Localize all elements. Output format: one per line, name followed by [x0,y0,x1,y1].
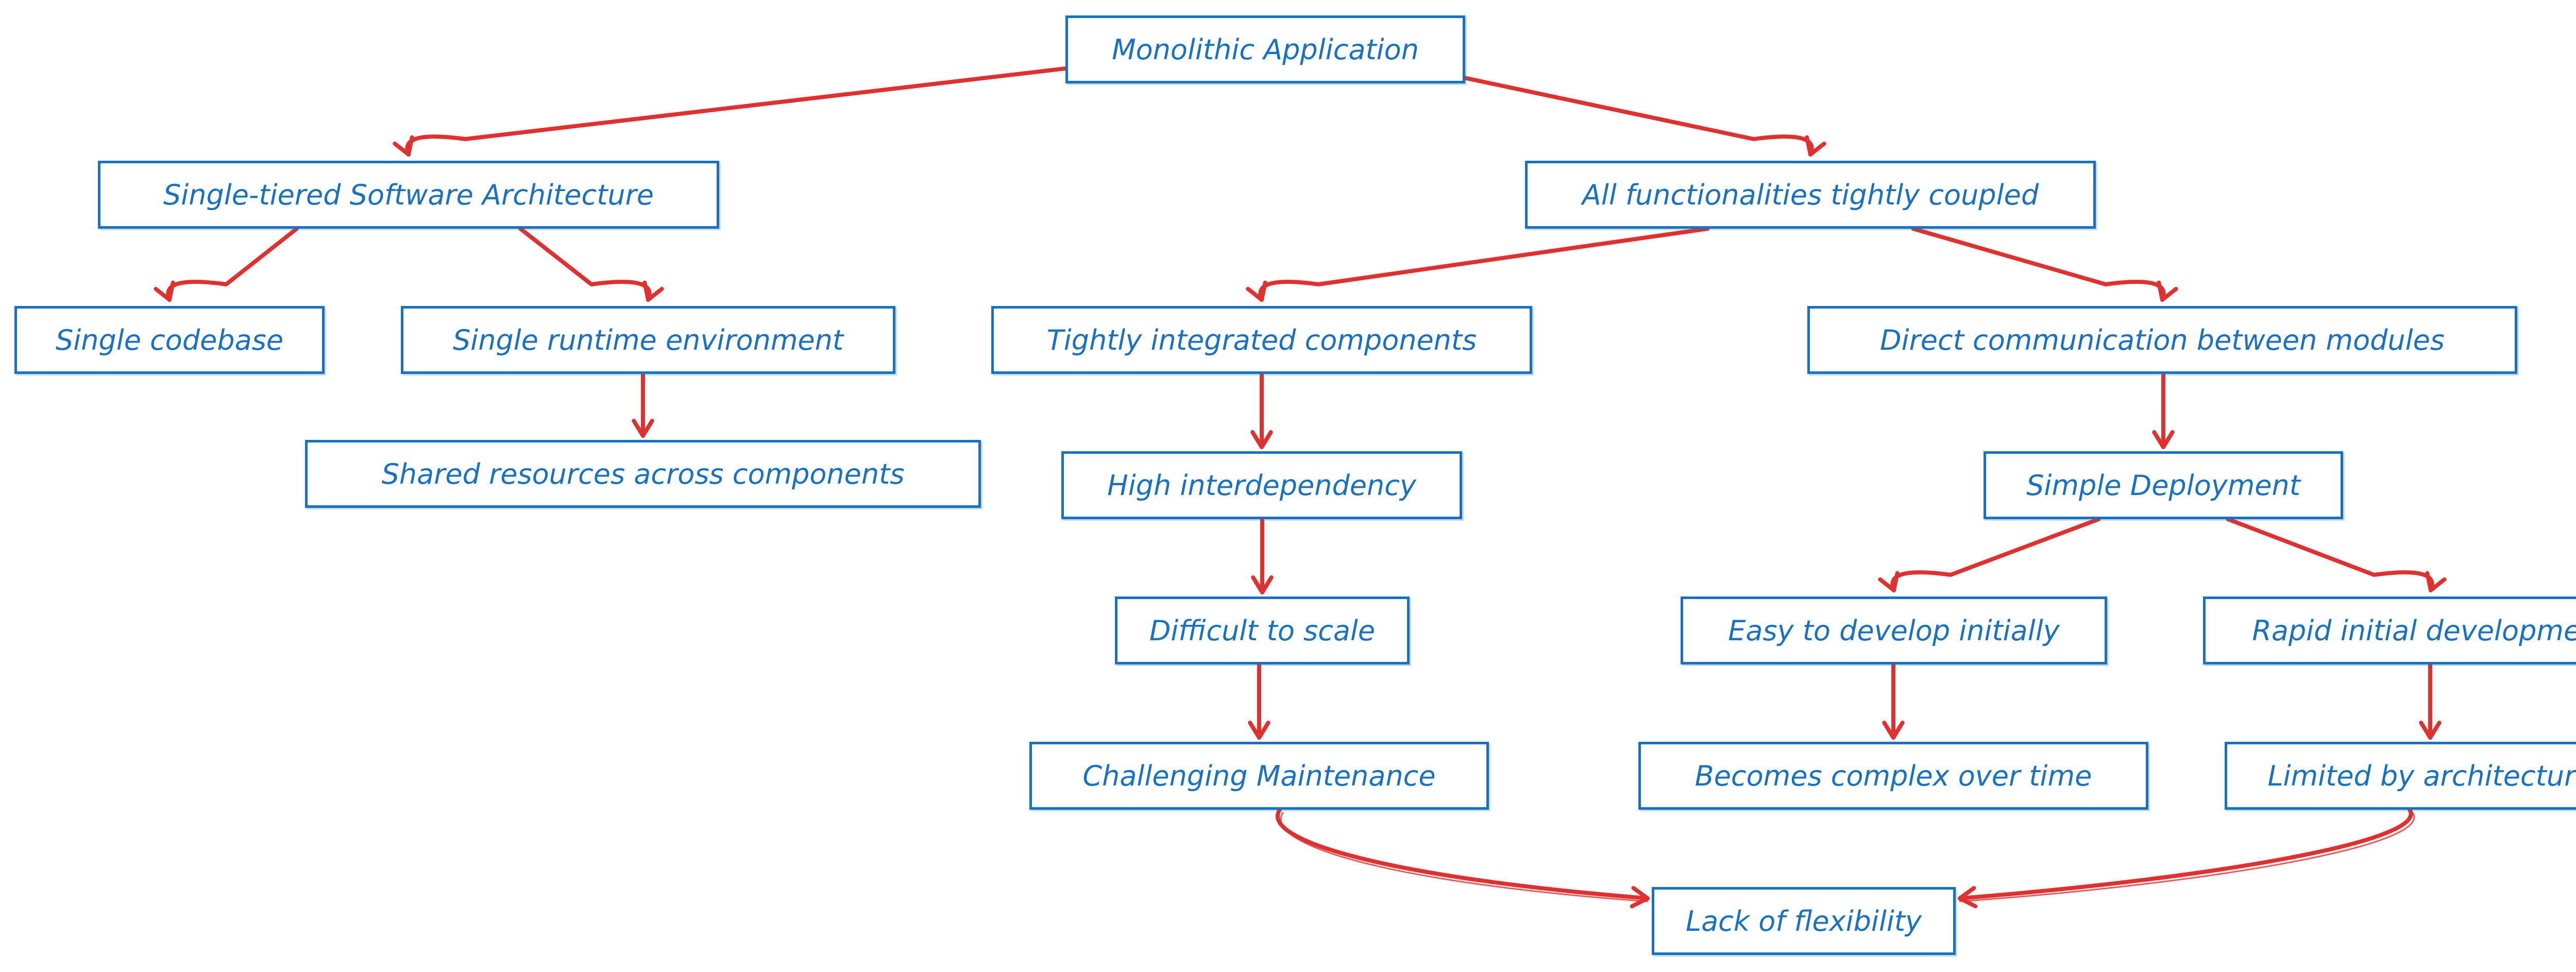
edge-single-tiered-to-single-codebase-head [154,280,175,302]
edge-simple-deployment-to-rapid-development [2226,517,2434,592]
node-all-functionalities-tightly-coupled[interactable]: All functionalities tightly coupled [1525,161,2096,229]
node-challenging-maintenance[interactable]: Challenging Maintenance [1029,742,1489,810]
edge-high-interdependency-to-difficult-scale-head [1251,575,1274,594]
node-becomes-complex-over-time[interactable]: Becomes complex over time [1638,742,2148,810]
edge-simple-deployment-to-rapid-development-head [2425,571,2447,592]
edge-tightly-coupled-to-direct-communication-head [2157,280,2178,302]
node-tightly-integrated-components[interactable]: Tightly integrated components [991,306,1532,374]
edge-tightly-coupled-to-direct-communication [1911,227,2166,302]
edge-single-tiered-to-single-codebase [166,227,299,302]
edge-challenging-maintenance-to-lack-flexibility-head [1630,885,1650,909]
node-single-codebase[interactable]: Single codebase [14,306,325,374]
node-shared-resources-across-components[interactable]: Shared resources across components [305,440,981,508]
edge-tightly-coupled-to-tightly-integrated-head [1246,280,1267,302]
node-single-runtime-environment[interactable]: Single runtime environment [401,306,895,374]
edge-challenging-maintenance-to-lack-flexibility [1275,808,1650,900]
edge-challenging-maintenance-to-lack-flexibility-stroke [1280,812,1649,902]
edge-tightly-coupled-to-tightly-integrated [1258,227,1710,302]
edge-tightly-integrated-to-high-interdependency-head [1250,430,1273,449]
edge-monolithic-app-to-single-tiered-head [393,135,414,157]
edge-monolithic-app-to-single-tiered [405,66,1067,157]
node-difficult-to-scale[interactable]: Difficult to scale [1115,596,1410,664]
edge-simple-deployment-to-easy-develop-head [1878,571,1900,592]
edge-single-tiered-to-single-runtime [518,227,652,302]
edge-limited-architecture-to-lack-flexibility [1958,808,2413,900]
node-rapid-initial-development[interactable]: Rapid initial development [2203,596,2576,664]
node-direct-communication-between-modules[interactable]: Direct communication between modules [1807,306,2517,374]
node-single-tiered-architecture[interactable]: Single-tiered Software Architecture [98,161,719,229]
edge-rapid-development-to-limited-architecture-head [2419,721,2442,740]
node-monolithic-application[interactable]: Monolithic Application [1065,15,1465,83]
edge-easy-develop-to-becomes-complex-head [1882,721,1905,740]
edge-monolithic-app-to-tightly-coupled-head [1805,135,1826,157]
edge-direct-communication-to-simple-deployment-head [2152,430,2175,449]
edge-difficult-scale-to-challenging-maintenance-head [1248,721,1270,740]
edge-single-runtime-to-shared-resources-head [632,419,654,438]
edge-monolithic-app-to-tightly-coupled [1463,76,1814,157]
edge-limited-architecture-to-lack-flexibility-stroke [1959,812,2415,902]
edge-limited-architecture-to-lack-flexibility-head [1958,885,1978,909]
edge-simple-deployment-to-easy-develop [1890,517,2101,592]
node-lack-of-flexibility[interactable]: Lack of flexibility [1652,887,1956,955]
node-high-interdependency[interactable]: High interdependency [1061,451,1462,519]
edge-single-tiered-to-single-runtime-head [642,280,664,302]
node-easy-to-develop-initially[interactable]: Easy to develop initially [1681,596,2107,664]
node-simple-deployment[interactable]: Simple Deployment [1984,451,2343,519]
node-limited-by-architecture[interactable]: Limited by architecture [2225,742,2576,810]
